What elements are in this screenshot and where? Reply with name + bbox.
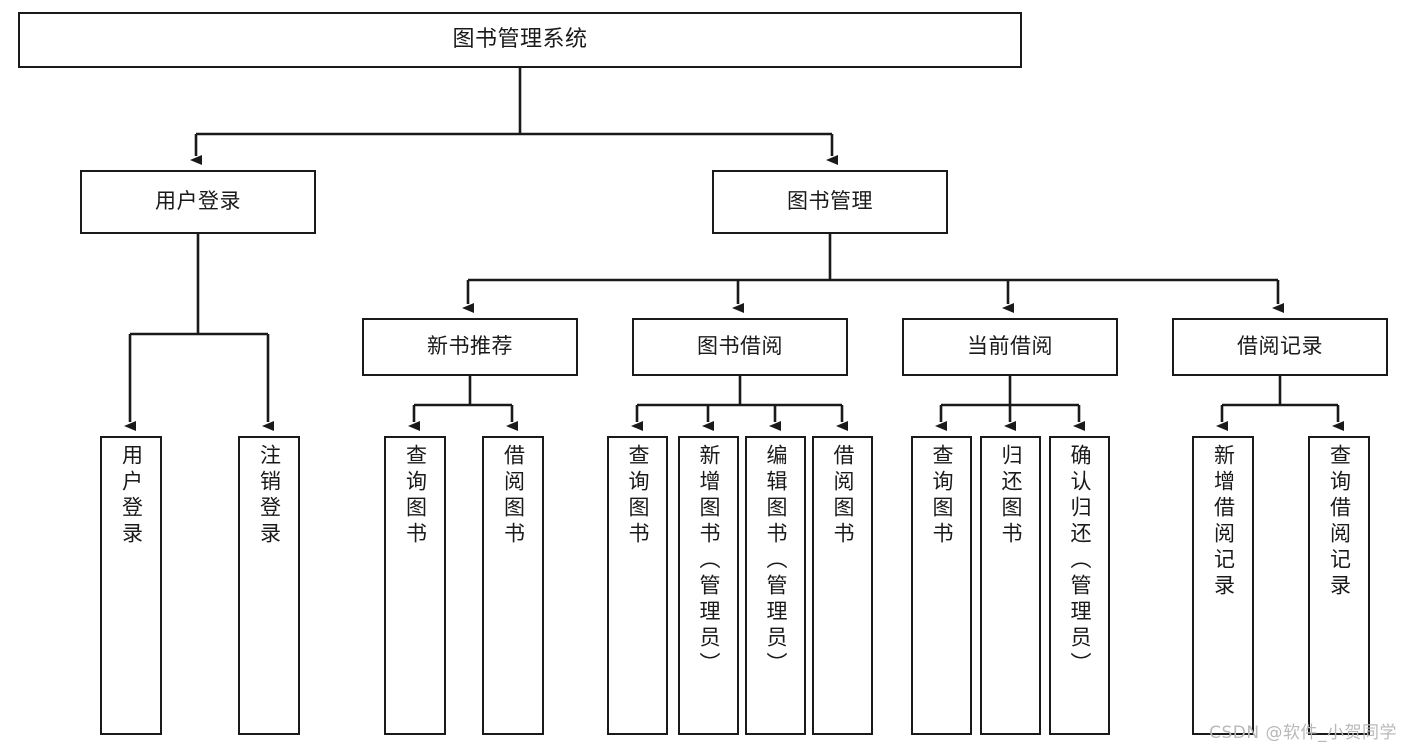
- node-label: 新书推荐: [427, 334, 513, 359]
- node-label: 图书管理系统: [452, 26, 588, 52]
- leaf-label: 新增借阅记录: [1211, 444, 1236, 600]
- leaf-label: 查询图书: [403, 444, 428, 548]
- node-borrowing-records[interactable]: 借阅记录: [1172, 318, 1388, 376]
- node-root-book-management-system[interactable]: 图书管理系统: [18, 12, 1022, 68]
- node-label: 图书管理: [787, 189, 873, 214]
- leaf-borrow-book-borrowing[interactable]: 借阅图书: [812, 436, 873, 735]
- leaf-query-borrowing-record[interactable]: 查询借阅记录: [1308, 436, 1370, 735]
- leaf-label: 注销登录: [257, 444, 282, 548]
- leaf-label: 归还图书: [999, 444, 1023, 548]
- leaf-return-book[interactable]: 归还图书: [980, 436, 1041, 735]
- node-user-login[interactable]: 用户登录: [80, 170, 316, 234]
- leaf-label: 查询图书: [626, 444, 650, 548]
- leaf-edit-book-admin[interactable]: 编辑图书（管理员）: [745, 436, 806, 735]
- leaf-label: 新增图书（管理员）: [697, 444, 721, 678]
- leaf-add-borrowing-record[interactable]: 新增借阅记录: [1192, 436, 1254, 735]
- leaf-query-book-borrowing[interactable]: 查询图书: [607, 436, 668, 735]
- node-current-borrowing[interactable]: 当前借阅: [902, 318, 1118, 376]
- leaf-label: 编辑图书（管理员）: [764, 444, 788, 678]
- leaf-add-book-admin[interactable]: 新增图书（管理员）: [678, 436, 739, 735]
- leaf-query-book-recommend[interactable]: 查询图书: [384, 436, 446, 735]
- leaf-label: 查询借阅记录: [1327, 444, 1352, 600]
- leaf-confirm-return-admin[interactable]: 确认归还（管理员）: [1049, 436, 1110, 735]
- leaf-borrow-book-recommend[interactable]: 借阅图书: [482, 436, 544, 735]
- leaf-label: 借阅图书: [831, 444, 855, 548]
- node-label: 图书借阅: [697, 334, 783, 359]
- leaf-label: 查询图书: [930, 444, 954, 548]
- leaf-label: 借阅图书: [501, 444, 526, 548]
- node-label: 当前借阅: [967, 334, 1053, 359]
- node-label: 用户登录: [155, 189, 241, 214]
- leaf-user-login[interactable]: 用户登录: [100, 436, 162, 735]
- watermark: CSDN @软件_小贺同学: [1209, 723, 1397, 743]
- leaf-label: 用户登录: [119, 444, 144, 548]
- node-book-management[interactable]: 图书管理: [712, 170, 948, 234]
- leaf-logout[interactable]: 注销登录: [238, 436, 300, 735]
- node-book-borrowing[interactable]: 图书借阅: [632, 318, 848, 376]
- node-new-book-recommendation[interactable]: 新书推荐: [362, 318, 578, 376]
- leaf-query-book-current[interactable]: 查询图书: [911, 436, 972, 735]
- node-label: 借阅记录: [1237, 334, 1323, 359]
- leaf-label: 确认归还（管理员）: [1068, 444, 1092, 678]
